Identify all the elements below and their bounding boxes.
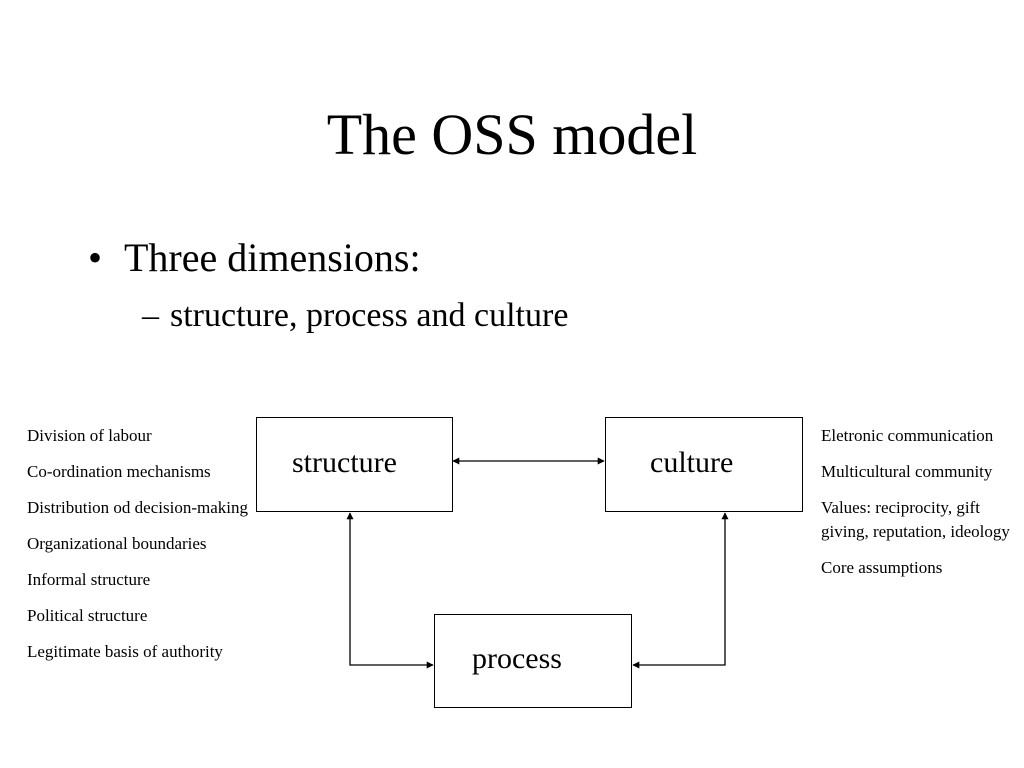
culture-factor: Eletronic communication bbox=[821, 426, 994, 445]
structure-factor: Co-ordination mechanisms bbox=[27, 462, 211, 481]
culture-factor: Values: reciprocity, gift giving, reputa… bbox=[821, 498, 1010, 541]
sub-bullet-text: structure, process and culture bbox=[170, 297, 569, 334]
structure-factor: Organizational boundaries bbox=[27, 534, 207, 553]
structure-node-label: structure bbox=[292, 446, 397, 479]
structure-factor: Distribution od decision-making bbox=[27, 498, 248, 517]
structure-factor: Legitimate basis of authority bbox=[27, 642, 223, 661]
culture-process-arrow bbox=[632, 512, 729, 669]
structure-factor: Division of labour bbox=[27, 426, 152, 445]
structure-process-arrow bbox=[346, 512, 434, 669]
culture-factor: Multicultural community bbox=[821, 462, 993, 481]
sub-bullet-item: –structure, process and culture bbox=[142, 295, 568, 337]
culture-node-label: culture bbox=[650, 446, 734, 479]
structure-node: structure bbox=[256, 417, 453, 512]
culture-factor: Core assumptions bbox=[821, 558, 943, 577]
culture-factors-list: Eletronic communication Multicultural co… bbox=[821, 424, 1017, 592]
process-node: process bbox=[434, 614, 632, 708]
bullet-mark: • bbox=[88, 235, 103, 280]
structure-factor: Political structure bbox=[27, 606, 148, 625]
slide-title: The OSS model bbox=[326, 102, 698, 167]
bullet-item: • Three dimensions: bbox=[88, 234, 421, 282]
process-node-label: process bbox=[472, 642, 562, 675]
culture-node: culture bbox=[605, 417, 803, 512]
sub-bullet-mark: – bbox=[142, 297, 159, 334]
structure-factor: Informal structure bbox=[27, 570, 151, 589]
bullet-text: Three dimensions: bbox=[124, 235, 421, 280]
structure-factors-list: Division of labour Co-ordination mechani… bbox=[27, 424, 267, 676]
